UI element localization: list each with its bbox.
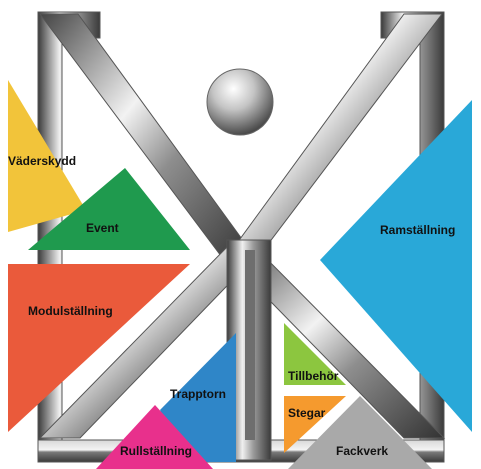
menu-item-trapptorn-label: Trapptorn: [170, 387, 226, 401]
menu-item-vaderskydd-label: Väderskydd: [8, 154, 76, 168]
menu-item-modulstallning-label: Modulställning: [28, 304, 113, 318]
menu-item-ramstallning-label: Ramställning: [380, 223, 455, 237]
menu-item-modulstallning[interactable]: Modulställning: [8, 264, 190, 432]
menu-item-vaderskydd[interactable]: Väderskydd: [8, 80, 86, 232]
menu-item-trapptorn[interactable]: Trapptorn: [160, 333, 236, 462]
menu-item-fackverk-label: Fackverk: [336, 444, 388, 458]
menu-item-stegar-label: Stegar: [288, 406, 326, 420]
menu-item-tillbehor[interactable]: Tillbehör: [284, 323, 346, 385]
menu-item-event-label: Event: [86, 221, 119, 235]
menu-item-ramstallning[interactable]: Ramställning: [320, 100, 472, 432]
menu-item-fackverk[interactable]: Fackverk: [288, 396, 432, 469]
menu-item-rullstallning-label: Rullställning: [120, 444, 192, 458]
menu-item-tillbehor-label: Tillbehör: [288, 369, 339, 383]
menu-item-rullstallning[interactable]: Rullställning: [96, 405, 213, 469]
menu-item-event[interactable]: Event: [28, 168, 190, 250]
menu-item-stegar[interactable]: Stegar: [284, 396, 346, 453]
